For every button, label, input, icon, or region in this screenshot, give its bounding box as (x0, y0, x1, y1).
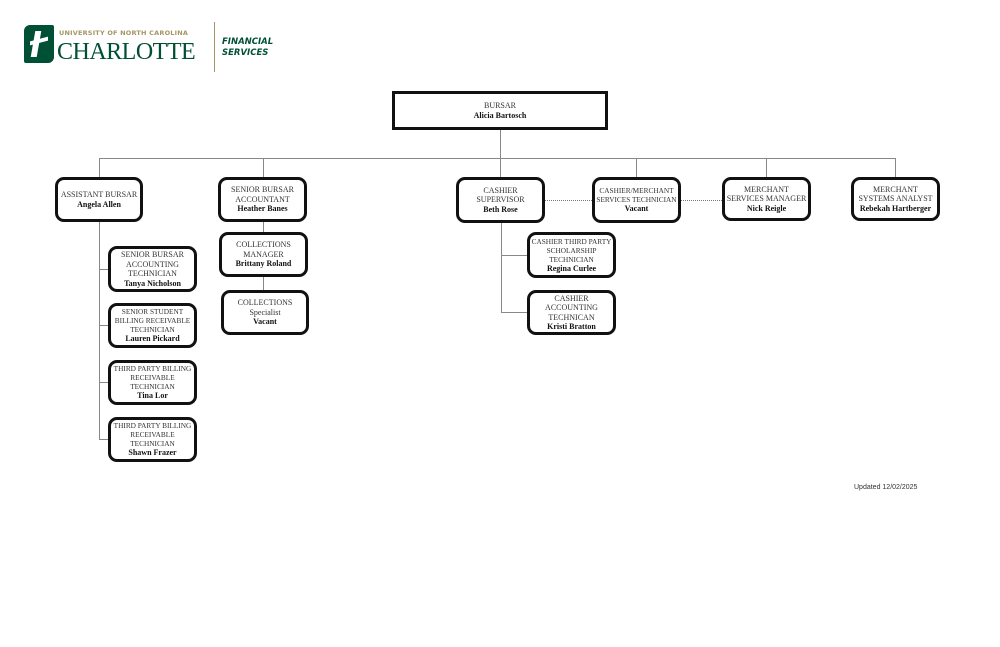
node-third-party-billing-technician: THIRD PARTY BILLING RECEIVABLE TECHNICIA… (108, 417, 197, 462)
node-sr-student-billing-technician: SENIOR STUDENT BILLING RECEIVABLE TECHNI… (108, 303, 197, 348)
connector (99, 221, 100, 440)
node-cashier-supervisor: CASHIER SUPERVISOR Beth Rose (456, 177, 545, 223)
node-name: Regina Curlee (546, 263, 597, 273)
logo-charlotte-text: CHARLOTTE (57, 39, 196, 65)
node-name: Heather Banes (237, 204, 288, 214)
logo-university-text: UNIVERSITY OF NORTH CAROLINA (59, 29, 189, 37)
node-name: Beth Rose (483, 204, 518, 214)
node-title: BURSAR (483, 101, 516, 110)
connector (501, 255, 527, 256)
dotted-connector (545, 200, 592, 201)
node-name: Kristi Bratton (547, 322, 596, 331)
connector (895, 158, 896, 177)
node-name: Nick Reigle (746, 203, 787, 213)
node-title: MERCHANT SYSTEMS ANALYST (858, 184, 933, 204)
node-assistant-bursar: ASSISTANT BURSAR Angela Allen (55, 177, 143, 222)
node-third-party-billing-technician: THIRD PARTY BILLING RECEIVABLE TECHNICIA… (108, 360, 197, 405)
unc-charlotte-c-icon (24, 25, 54, 63)
node-cashier-third-party-scholarship-technician: CASHIER THIRD PARTY SCHOLARSHIP TECHNICI… (527, 232, 616, 278)
node-title: CASHIER SUPERVISOR (476, 185, 525, 205)
connector (263, 158, 264, 177)
node-name: Tanya Nicholson (124, 278, 181, 288)
node-title: ASSISTANT BURSAR (60, 190, 138, 199)
connector (99, 382, 108, 383)
connector (99, 439, 108, 440)
node-sr-bursar-accounting-technician: SENIOR BURSAR ACCOUNTING TECHNICIAN Tany… (108, 246, 197, 292)
node-name: Rebekah Hartberger (859, 203, 932, 213)
node-title: CASHIER/MERCHANT SERVICES TECHNICIAN (596, 186, 677, 205)
node-cashier-accounting-technician: CASHIER ACCOUNTING TECHNICAN Kristi Brat… (527, 290, 616, 335)
node-merchant-services-manager: MERCHANT SERVICES MANAGER Nick Reigle (722, 177, 811, 221)
node-name: Shawn Frazer (128, 448, 177, 458)
updated-date: Updated 12/02/2025 (854, 484, 918, 491)
node-name: Lauren Pickard (125, 334, 180, 344)
node-title: CASHIER ACCOUNTING TECHNICAN (545, 293, 598, 322)
node-title: MERCHANT SERVICES MANAGER (726, 184, 807, 204)
node-name: Brittany Roland (235, 259, 292, 269)
connector (99, 325, 108, 326)
node-bursar: BURSAR Alicia Bartosch (392, 91, 608, 130)
node-title: SENIOR BURSAR ACCOUNTANT (231, 185, 294, 204)
node-name: Angela Allen (77, 199, 121, 209)
node-name: Vacant (253, 317, 277, 327)
logo-divider (214, 22, 215, 72)
unc-charlotte-financial-services-logo: UNIVERSITY OF NORTH CAROLINA CHARLOTTE F… (24, 22, 284, 77)
connector (636, 158, 637, 177)
node-name: Vacant (624, 204, 649, 214)
node-cashier-merchant-technician: CASHIER/MERCHANT SERVICES TECHNICIAN Vac… (592, 177, 681, 223)
node-collections-specialist: COLLECTIONS Specialist Vacant (221, 290, 309, 335)
dotted-connector (680, 200, 722, 201)
connector (766, 158, 767, 177)
node-title: THIRD PARTY BILLING RECEIVABLE TECHNICIA… (113, 421, 192, 449)
node-collections-manager: COLLECTIONS MANAGER Brittany Roland (219, 232, 308, 277)
node-title: COLLECTIONS MANAGER (236, 240, 291, 259)
node-name: Alicia Bartosch (473, 110, 527, 120)
connector (99, 269, 108, 270)
node-title: CASHIER THIRD PARTY SCHOLARSHIP TECHNICI… (531, 236, 612, 264)
node-title: SENIOR BURSAR ACCOUNTING TECHNICIAN (121, 250, 184, 278)
node-name: Tina Lor (137, 391, 168, 401)
node-senior-bursar-accountant: SENIOR BURSAR ACCOUNTANT Heather Banes (218, 177, 307, 222)
node-title: COLLECTIONS Specialist (237, 298, 293, 317)
connector (99, 158, 896, 159)
node-title: SENIOR STUDENT BILLING RECEIVABLE TECHNI… (114, 307, 191, 335)
connector (501, 312, 527, 313)
connector (501, 221, 502, 313)
node-merchant-systems-analyst: MERCHANT SYSTEMS ANALYST Rebekah Hartber… (851, 177, 940, 221)
logo-department-text: FINANCIAL SERVICES (222, 37, 274, 58)
connector (500, 129, 501, 177)
connector (99, 158, 100, 177)
node-title: THIRD PARTY BILLING RECEIVABLE TECHNICIA… (113, 364, 192, 392)
